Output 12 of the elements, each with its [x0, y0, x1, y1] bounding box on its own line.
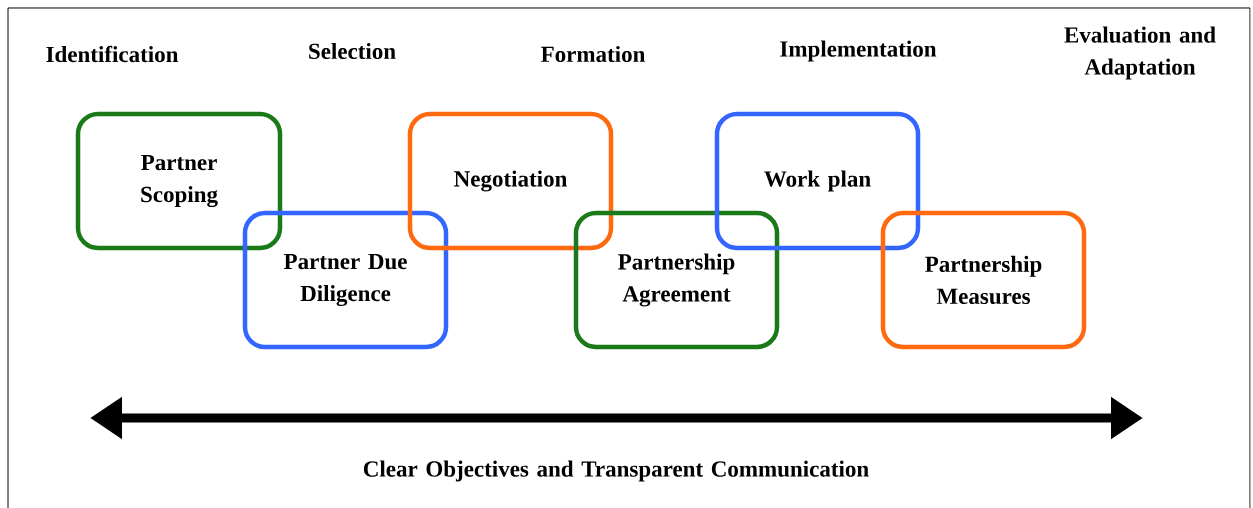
stage-label: Identification [46, 45, 179, 63]
process-box: Negotiation [407, 111, 614, 251]
process-box: Work plan [714, 111, 921, 251]
process-box: Partner Scoping [75, 111, 283, 251]
process-box: Partner Due Diligence [242, 210, 449, 350]
stage-label: Formation [541, 45, 646, 63]
stage-label: Selection [309, 42, 396, 60]
process-box: Partnership Agreement [573, 210, 780, 350]
footer-label: Clear Objectives and Transparent Communication [363, 460, 869, 482]
stage-label: Implementation [780, 40, 937, 62]
stage-label: Evaluation and Adaptation [1064, 26, 1216, 80]
process-box: Partnership Measures [880, 210, 1087, 350]
